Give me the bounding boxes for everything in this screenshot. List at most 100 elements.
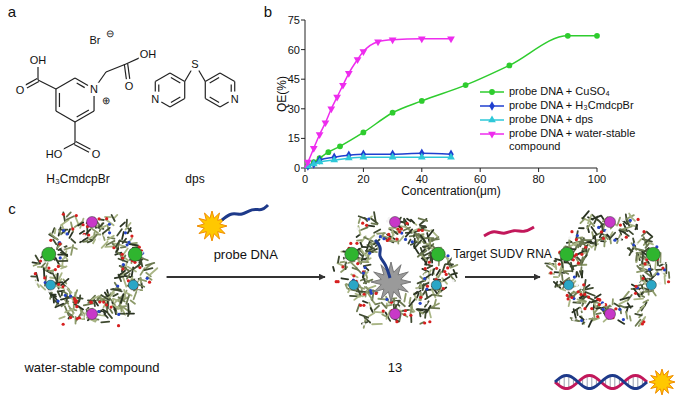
data-marker bbox=[507, 63, 513, 69]
framework-stick bbox=[598, 220, 602, 225]
framework-atom bbox=[426, 279, 429, 282]
framework-atom bbox=[423, 321, 426, 324]
framework-stick bbox=[581, 257, 583, 264]
framework-stick bbox=[139, 285, 145, 287]
framework-atom bbox=[361, 222, 364, 225]
framework-stick bbox=[580, 300, 586, 302]
framework-atom bbox=[570, 230, 573, 233]
framework-stick bbox=[125, 258, 128, 260]
framework-atom bbox=[370, 292, 373, 295]
framework-stick bbox=[59, 227, 61, 235]
target-rna-strand bbox=[484, 227, 534, 236]
reaction-arrow bbox=[465, 276, 540, 278]
x-tick bbox=[421, 168, 422, 172]
framework-atom bbox=[640, 281, 643, 284]
data-marker bbox=[447, 37, 455, 44]
framework-atom bbox=[419, 296, 422, 299]
framework-stick bbox=[404, 227, 410, 230]
bond bbox=[56, 78, 75, 89]
framework-stick bbox=[647, 232, 653, 237]
framework-stick bbox=[67, 216, 74, 219]
framework-stick bbox=[364, 266, 368, 270]
framework-atom bbox=[577, 262, 580, 265]
framework-stick bbox=[113, 294, 117, 296]
bond bbox=[155, 73, 170, 82]
framework-atom bbox=[598, 303, 601, 306]
framework-stick bbox=[115, 283, 119, 289]
framework-stick bbox=[577, 291, 581, 293]
framework-atom bbox=[367, 217, 370, 220]
framework-atom bbox=[580, 253, 583, 256]
framework-stick bbox=[49, 270, 54, 271]
framework-atom bbox=[83, 234, 86, 237]
framework-stick bbox=[411, 220, 414, 223]
framework-stick bbox=[146, 263, 154, 265]
framework-stick bbox=[423, 284, 424, 290]
compound-stage bbox=[542, 200, 678, 358]
reaction-arrow bbox=[167, 276, 325, 278]
mof-illustration bbox=[333, 212, 457, 328]
metal-sphere bbox=[560, 247, 574, 261]
framework-atom bbox=[83, 310, 86, 313]
data-curve bbox=[305, 39, 451, 168]
bond bbox=[210, 97, 219, 102]
metal-sphere bbox=[431, 280, 441, 290]
framework-stick bbox=[61, 298, 70, 300]
data-marker bbox=[322, 120, 330, 127]
framework-stick bbox=[404, 220, 405, 225]
framework-stick bbox=[592, 236, 594, 242]
framework-stick bbox=[369, 286, 376, 288]
y-tick bbox=[301, 20, 305, 21]
framework-atom bbox=[61, 285, 64, 288]
framework-stick bbox=[571, 263, 572, 272]
framework-atom bbox=[409, 314, 412, 317]
framework-atom bbox=[618, 308, 621, 311]
framework-stick bbox=[363, 301, 367, 303]
framework-atom bbox=[584, 319, 587, 322]
framework-stick bbox=[42, 263, 45, 267]
framework-atom bbox=[641, 322, 644, 325]
framework-stick bbox=[634, 298, 643, 301]
framework-atom bbox=[602, 237, 605, 240]
data-marker bbox=[333, 95, 341, 102]
metal-sphere bbox=[345, 247, 359, 261]
bond bbox=[170, 99, 185, 108]
framework-atom bbox=[69, 295, 72, 298]
legend-marker bbox=[488, 116, 496, 123]
framework-stick bbox=[106, 220, 114, 226]
framework-atom bbox=[590, 307, 593, 310]
framework-stick bbox=[117, 229, 122, 235]
bond bbox=[199, 70, 206, 81]
data-marker bbox=[325, 149, 331, 155]
framework-stick bbox=[74, 290, 77, 297]
framework-atom bbox=[424, 301, 427, 304]
tick-label: 80 bbox=[532, 173, 544, 186]
bond bbox=[161, 102, 170, 107]
framework-atom bbox=[375, 292, 378, 295]
metal-sphere bbox=[646, 247, 660, 261]
framework-stick bbox=[59, 317, 64, 319]
framework-stick bbox=[565, 270, 572, 272]
bond bbox=[124, 64, 126, 79]
framework-atom bbox=[625, 236, 628, 239]
framework-stick bbox=[116, 240, 120, 246]
quenched-dye bbox=[371, 262, 411, 302]
stage-label: 13 bbox=[388, 361, 402, 376]
framework-stick bbox=[119, 271, 125, 276]
bond bbox=[25, 79, 37, 86]
bond bbox=[205, 99, 220, 108]
framework-stick bbox=[446, 263, 453, 265]
framework-atom bbox=[598, 298, 601, 301]
bond bbox=[205, 82, 206, 99]
bond bbox=[171, 78, 180, 83]
framework-atom bbox=[117, 324, 120, 327]
framework-stick bbox=[636, 320, 641, 326]
mof-illustration bbox=[31, 212, 157, 327]
legend-sample bbox=[480, 132, 504, 139]
framework-atom bbox=[385, 298, 388, 301]
framework-stick bbox=[124, 290, 125, 298]
framework-stick bbox=[36, 280, 39, 287]
framework-stick bbox=[360, 243, 362, 247]
framework-stick bbox=[571, 318, 579, 321]
